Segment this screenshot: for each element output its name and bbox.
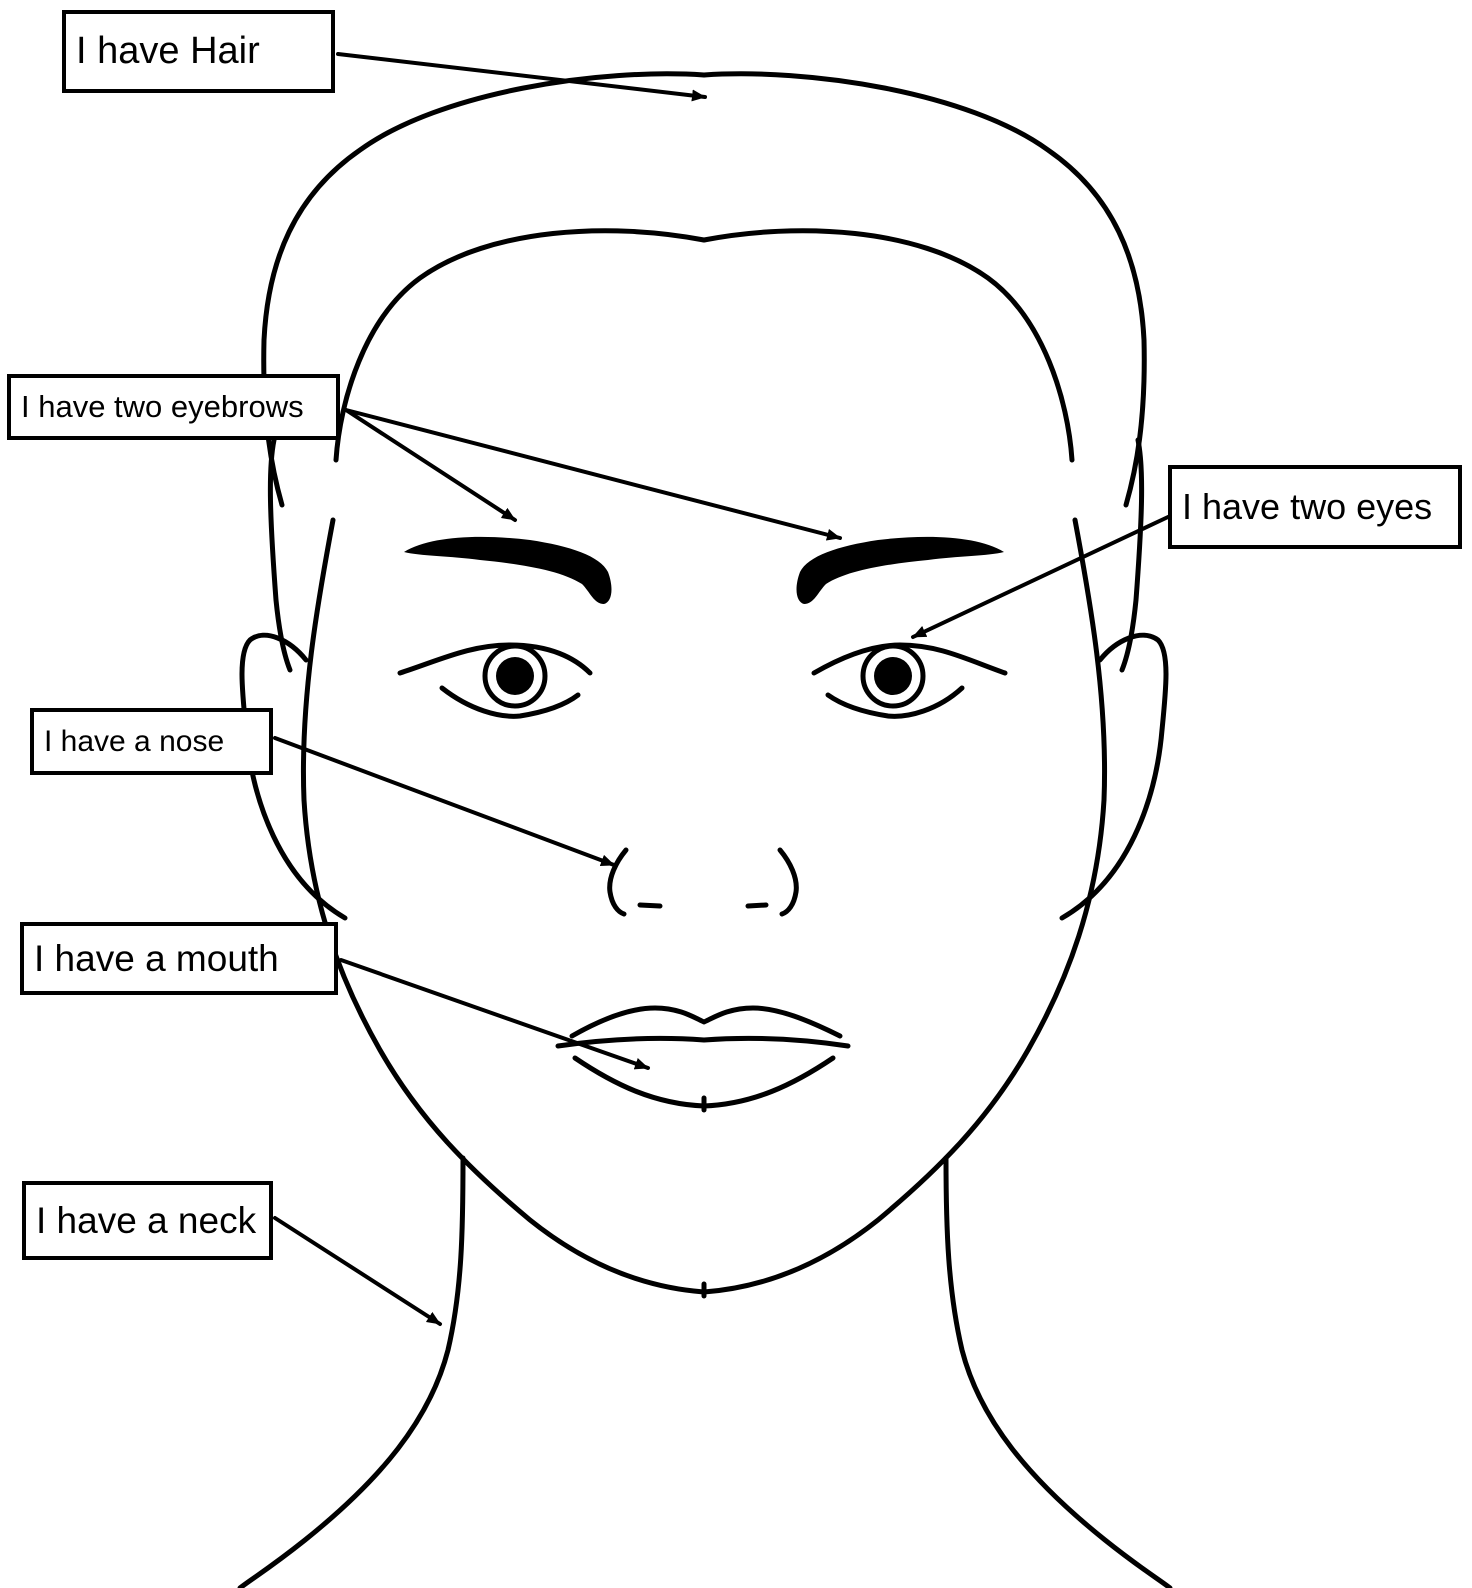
label-eyebrows: I have two eyebrows [7, 374, 340, 440]
ear-right [1062, 635, 1166, 918]
arrow-mouth [341, 960, 648, 1068]
ear-left [242, 635, 345, 918]
label-eyes: I have two eyes [1168, 465, 1462, 549]
arrow-eyebrow-right [346, 410, 840, 538]
lips-upper [572, 1008, 840, 1036]
label-mouth: I have a mouth [20, 922, 338, 995]
nose-right [780, 850, 796, 914]
arrow-neck [275, 1218, 440, 1324]
hairline [336, 231, 704, 460]
label-neck: I have a neck [22, 1181, 273, 1260]
nose-left [610, 850, 626, 914]
lips-line [558, 1038, 848, 1046]
nostril-left [640, 905, 660, 906]
hair-outline [264, 74, 704, 505]
arrow-eyebrow-left [346, 410, 515, 520]
label-nose: I have a nose [30, 708, 273, 775]
neck-left [240, 1158, 463, 1588]
arrow-nose [275, 738, 614, 865]
label-hair: I have Hair [62, 10, 335, 93]
pupil-left [496, 657, 534, 695]
pupil-right [874, 657, 912, 695]
hairline-right [704, 231, 1072, 460]
nostril-right [748, 905, 766, 906]
eyebrow-left [404, 537, 611, 604]
arrow-eyes [913, 517, 1168, 637]
neck-right [946, 1158, 1170, 1588]
eye-left-upper [400, 645, 590, 673]
eyebrow-right [797, 537, 1004, 604]
hair-outline-right [704, 74, 1144, 505]
